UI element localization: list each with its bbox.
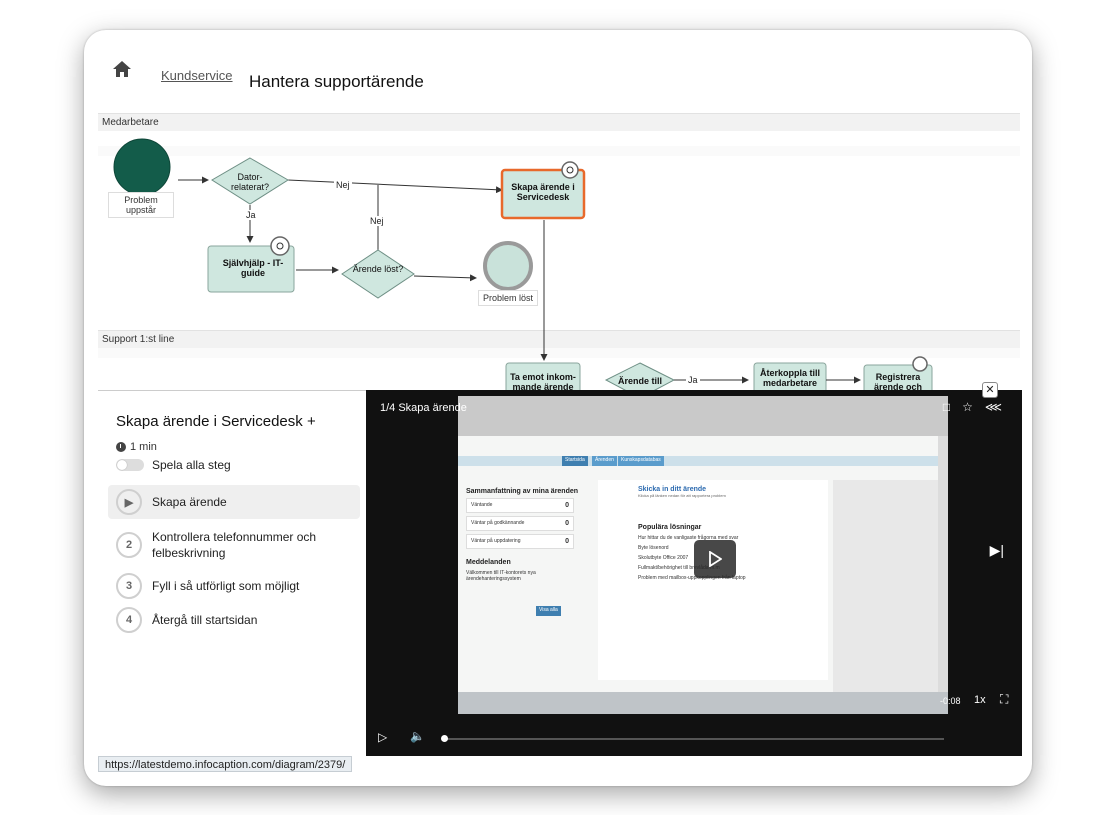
play-all-label: Spela alla steg — [152, 458, 231, 472]
self-help-marker-icon[interactable] — [270, 236, 290, 256]
fullscreen-icon[interactable]: ⛶ — [1000, 692, 1009, 706]
task-feedback[interactable] — [753, 362, 827, 390]
process-diagram — [113, 138, 933, 390]
lane-header-support: Support 1:st line — [98, 330, 1020, 348]
create-case-label: Skapa ärende i Servicedesk — [511, 182, 575, 202]
step-number: 2 — [116, 532, 142, 558]
task-receive-case[interactable] — [505, 362, 581, 390]
lane-header-medarbetare: Medarbetare — [98, 113, 1020, 131]
video-frame: Startsida Ärenden Kunskapsdatabas Samman… — [458, 396, 948, 714]
screenshot-taskbar — [458, 692, 948, 714]
edge-label-ja: Ja — [686, 375, 700, 385]
task-create-case[interactable] — [500, 168, 586, 220]
edge-label-ja: Ja — [244, 210, 258, 220]
task-register[interactable] — [863, 364, 933, 390]
screenshot-tab: Startsida — [562, 456, 588, 466]
progress-bar[interactable] — [441, 735, 944, 742]
play-all-toggle[interactable] — [116, 459, 144, 471]
video-player[interactable]: Startsida Ärenden Kunskapsdatabas Samman… — [366, 390, 1022, 756]
star-icon[interactable]: ☆ — [962, 400, 973, 414]
progress-handle[interactable] — [441, 735, 448, 742]
decision-computer-related[interactable] — [211, 157, 289, 205]
play-icon — [709, 551, 722, 567]
lane-band — [98, 146, 1020, 156]
create-case-marker-icon[interactable] — [561, 161, 579, 179]
start-caption: Problem uppstår — [108, 192, 174, 218]
volume-icon[interactable]: 🔈 — [410, 729, 425, 743]
step-4[interactable]: 4 Återgå till startsidan — [108, 603, 360, 637]
share-icon[interactable]: ⋘ — [984, 400, 1002, 414]
playback-speed[interactable]: 1x — [974, 694, 986, 706]
next-step-icon[interactable]: ▶| — [989, 542, 1004, 558]
duration-text: 1 min — [130, 441, 157, 453]
step-label: Skapa ärende — [152, 495, 227, 509]
step-2[interactable]: 2 Kontrollera telefonnummer och felbeskr… — [108, 525, 360, 565]
screenshot-main: Skicka in ditt ärende Klicka på länken n… — [598, 480, 828, 680]
end-caption: Problem löst — [478, 290, 538, 306]
step-1[interactable]: ▶ Skapa ärende — [108, 485, 360, 519]
play-button[interactable] — [694, 540, 736, 578]
time-remaining: -0:08 — [940, 696, 961, 706]
lane-band — [98, 348, 1020, 358]
screenshot-tab: Kunskapsdatabas — [618, 456, 664, 466]
page-title: Hantera supportärende — [249, 72, 424, 91]
step-3[interactable]: 3 Fyll i så utförligt som möjligt — [108, 569, 360, 603]
comment-icon[interactable]: □ — [942, 400, 951, 414]
decision-solved-label: Ärende löst? — [352, 264, 404, 274]
decision-computer-label: Dator-relaterat? — [230, 172, 270, 192]
edge-label-nej: Nej — [334, 180, 352, 190]
video-top-controls: □ ☆ ⋘ — [943, 400, 1002, 414]
step-label: Återgå till startsidan — [152, 613, 258, 627]
play-step-icon: ▶ — [116, 489, 142, 515]
breadcrumb-kundservice[interactable]: Kundservice — [161, 68, 233, 83]
step-number: 4 — [116, 607, 142, 633]
step-number: 3 — [116, 573, 142, 599]
play-pause-icon[interactable]: ▷ — [378, 730, 388, 744]
decision-case-solved[interactable] — [341, 249, 415, 299]
self-help-label: Självhjälp - IT-guide — [222, 258, 284, 278]
app-window: Kundservice Hantera supportärende Medarb… — [84, 30, 1032, 786]
header: Kundservice Hantera supportärende — [84, 30, 1032, 110]
task-self-help[interactable] — [207, 245, 295, 293]
end-event[interactable] — [483, 241, 533, 291]
video-controls: ▷ 🔈 -0:08 1x ⛶ — [366, 692, 1022, 756]
screenshot-browser-bar — [458, 396, 948, 436]
start-event[interactable] — [113, 138, 171, 196]
video-title: 1/4 Skapa ärende — [380, 402, 467, 414]
decision-support[interactable] — [604, 362, 676, 390]
close-button[interactable]: ✕ — [982, 382, 998, 398]
duration: 1 min — [116, 441, 157, 453]
clock-icon — [116, 442, 126, 452]
register-marker-icon[interactable] — [912, 356, 928, 372]
guide-title[interactable]: Skapa ärende i Servicedesk + — [116, 413, 316, 430]
play-all-toggle-row[interactable]: Spela alla steg — [116, 458, 231, 472]
step-label: Fyll i så utförligt som möjligt — [152, 579, 300, 593]
steps-panel: Skapa ärende i Servicedesk + 1 min Spela… — [98, 390, 366, 762]
step-label: Kontrollera telefonnummer och felbeskriv… — [152, 530, 317, 560]
status-url: https://latestdemo.infocaption.com/diagr… — [98, 756, 353, 772]
edge-label-nej: Nej — [368, 216, 386, 226]
home-icon[interactable] — [112, 60, 132, 78]
receive-case-label: Ta emot inkom-mande ärende — [510, 372, 576, 392]
screenshot-tab: Ärenden — [592, 456, 617, 466]
